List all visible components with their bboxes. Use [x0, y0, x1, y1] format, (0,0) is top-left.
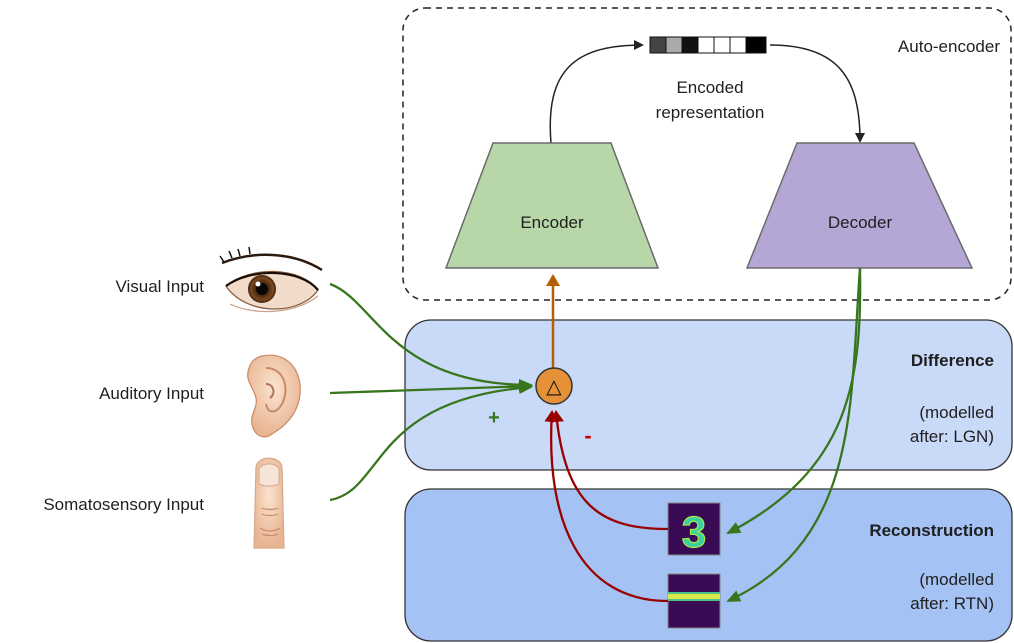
- auditory-input-arrow: [329, 380, 533, 395]
- digit-glyph: 3: [682, 508, 706, 557]
- encoder-label: Encoder: [520, 213, 584, 232]
- difference-title: Difference: [911, 351, 994, 370]
- somatosensory-input-label: Somatosensory Input: [43, 495, 204, 514]
- reconstruction-line-image: [667, 573, 721, 629]
- reconstruction-note-line1: (modelled: [919, 570, 994, 589]
- encoded-label-line1: Encoded: [676, 78, 743, 97]
- somatosensory-input-arrow: [329, 381, 533, 502]
- delta-symbol: △: [546, 376, 562, 398]
- decoder-to-line-arrow: [726, 267, 862, 603]
- decode-arrow: [769, 44, 865, 143]
- ear-icon: [247, 354, 301, 438]
- line-feedback-arrow: [544, 410, 669, 603]
- eye-icon: [219, 246, 323, 313]
- reconstruction-note-line2: after: RTN): [910, 594, 994, 613]
- reconstruction-digit-image: 3: [667, 502, 721, 558]
- encoded-vector: [649, 36, 767, 54]
- autoencoder-label: Auto-encoder: [898, 37, 1000, 56]
- digit-feedback-arrow: [549, 410, 669, 531]
- difference-panel: [404, 319, 1013, 471]
- encoder-block: [444, 142, 660, 269]
- difference-node: [535, 367, 573, 405]
- decoder-block: [745, 142, 974, 269]
- difference-note-line2: after: LGN): [910, 427, 994, 446]
- finger-icon: [253, 457, 285, 549]
- auditory-input-label: Auditory Input: [99, 384, 204, 403]
- difference-note-line1: (modelled: [919, 403, 994, 422]
- reconstruction-panel: [404, 488, 1013, 642]
- plus-sign: +: [488, 407, 500, 429]
- visual-input-label: Visual Input: [115, 277, 204, 296]
- encoded-label-line2: representation: [656, 103, 765, 122]
- reconstruction-title: Reconstruction: [869, 521, 994, 540]
- decoder-label: Decoder: [828, 213, 893, 232]
- minus-sign: -: [584, 423, 591, 448]
- decoder-to-digit-arrow: [726, 267, 862, 535]
- visual-input-arrow: [329, 282, 533, 391]
- encode-arrow: [549, 40, 644, 144]
